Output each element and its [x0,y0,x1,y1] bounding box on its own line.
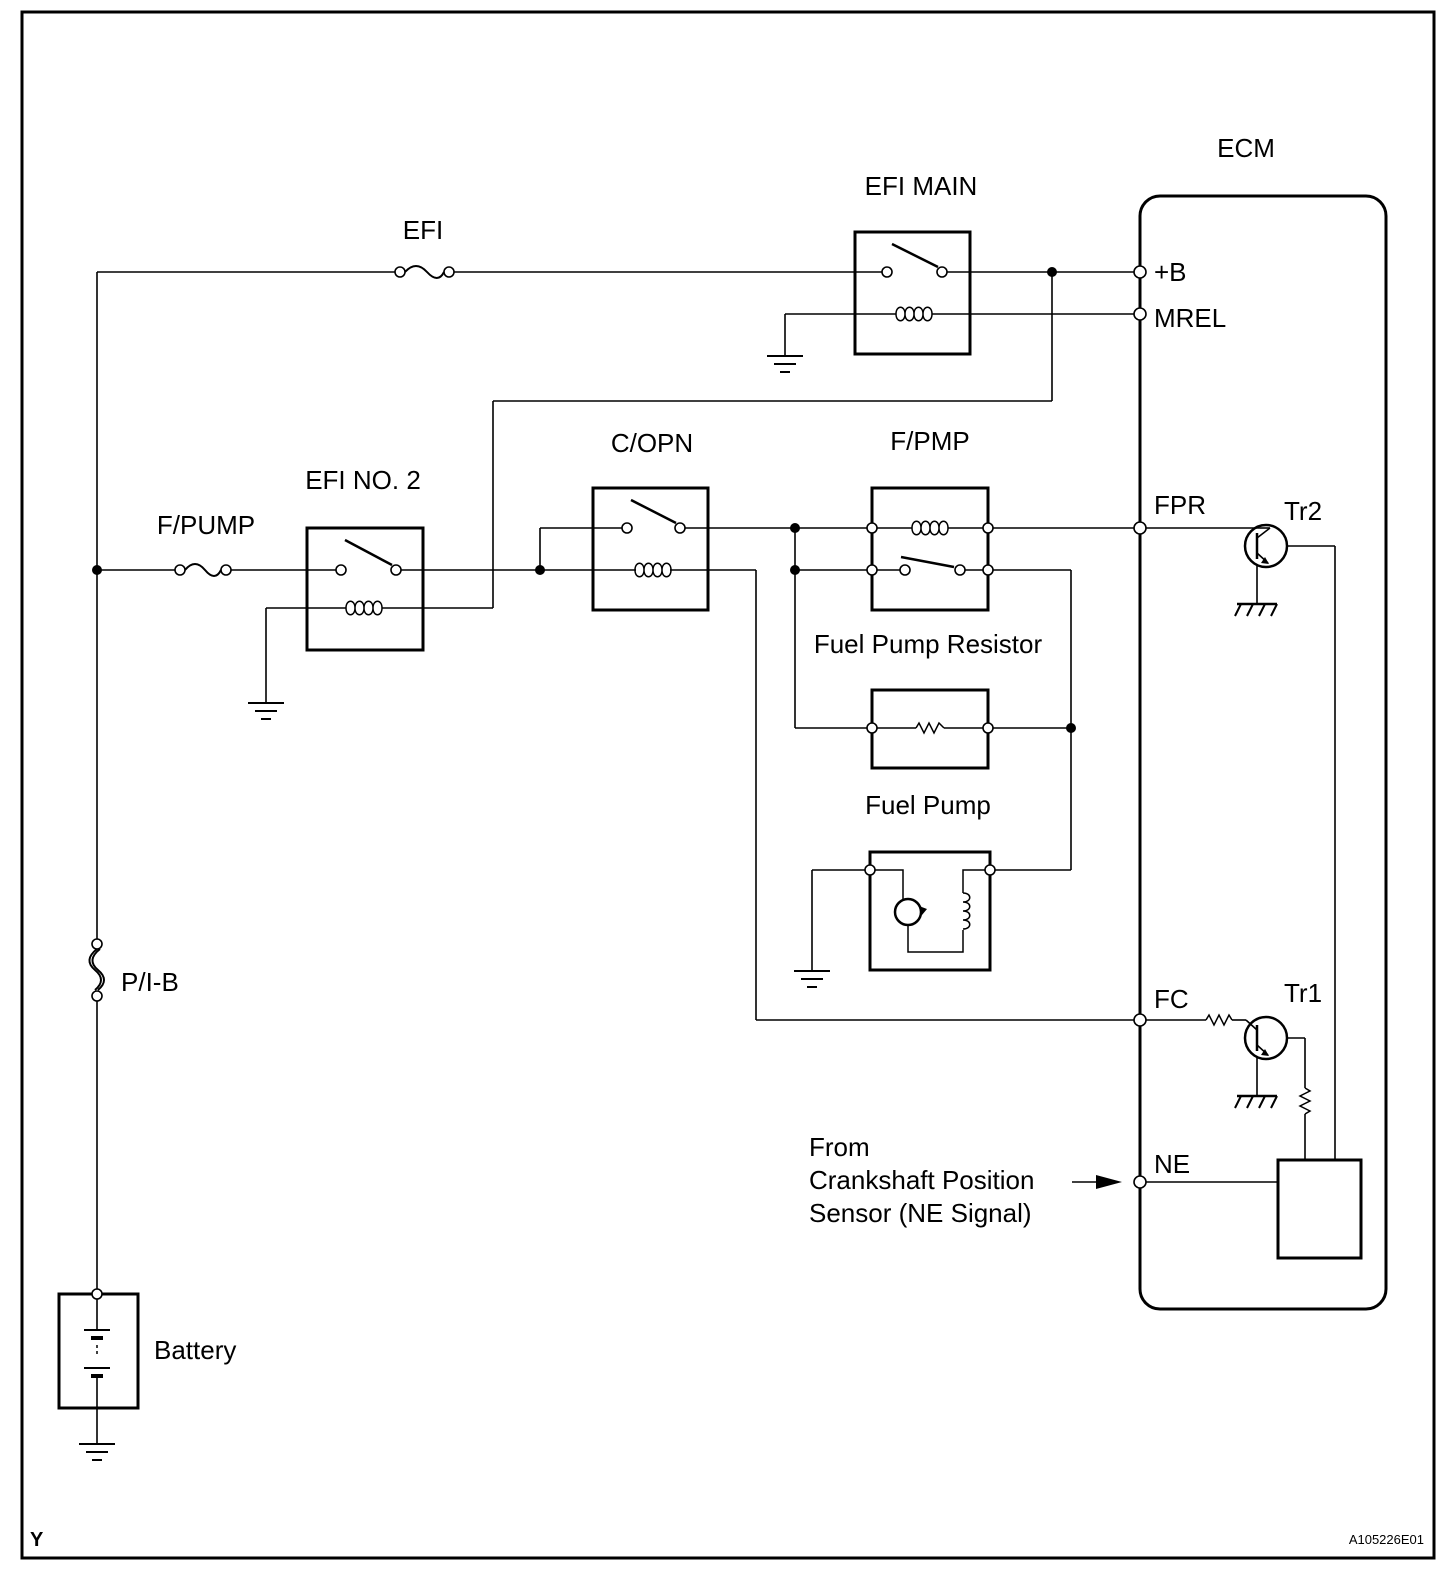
fuse-f-pump [174,563,232,577]
footer-left-code: Y [30,1529,44,1551]
fuel-pump-resistor-symbol [866,688,994,770]
ground-efi-main [766,355,804,373]
relay-c-opn [591,486,710,612]
label-fc: FC [1154,984,1189,1014]
label-ne-signal: Sensor (NE Signal) [809,1198,1032,1228]
label-fuel-pump: Fuel Pump [865,790,991,820]
relay-f-pmp [866,486,994,612]
ecm-block [1138,194,1388,1311]
label-efi-no2: EFI NO. 2 [305,465,421,495]
ground-efi-no2 [247,702,285,720]
ne-signal-arrow [1072,1175,1122,1189]
label-efi-main: EFI MAIN [865,171,978,201]
label-fpr: FPR [1154,490,1206,520]
label-tr1: Tr1 [1284,978,1322,1008]
label-ecm: ECM [1217,133,1275,163]
junction-dots [92,267,1076,733]
footer-figure-id: A105226E01 [1349,1532,1424,1547]
label-ne-sensor: Crankshaft Position [809,1165,1034,1195]
diagram-frame [20,10,1436,1560]
label-f-pump-fuse: F/PUMP [157,510,255,540]
relay-efi-no2 [305,526,425,652]
ground-fuel-pump [793,970,831,988]
label-battery: Battery [154,1335,236,1365]
label-c-opn: C/OPN [611,428,693,458]
fusible-link-pib [88,938,105,1002]
label-fuel-pump-resistor: Fuel Pump Resistor [814,629,1043,659]
label-efi-fuse: EFI [403,215,443,245]
terminals [1133,265,1147,1189]
fuel-pump-symbol [864,850,996,972]
fuse-efi [394,265,455,279]
label-plus-b: +B [1154,257,1187,287]
ground-battery [78,1443,116,1461]
battery-symbol [57,1288,140,1410]
label-tr2: Tr2 [1284,496,1322,526]
label-pib: P/I-B [121,967,179,997]
label-f-pmp: F/PMP [890,426,969,456]
relay-efi-main [853,230,972,356]
label-ne: NE [1154,1149,1190,1179]
label-ne-from: From [809,1132,870,1162]
label-mrel: MREL [1154,303,1226,333]
